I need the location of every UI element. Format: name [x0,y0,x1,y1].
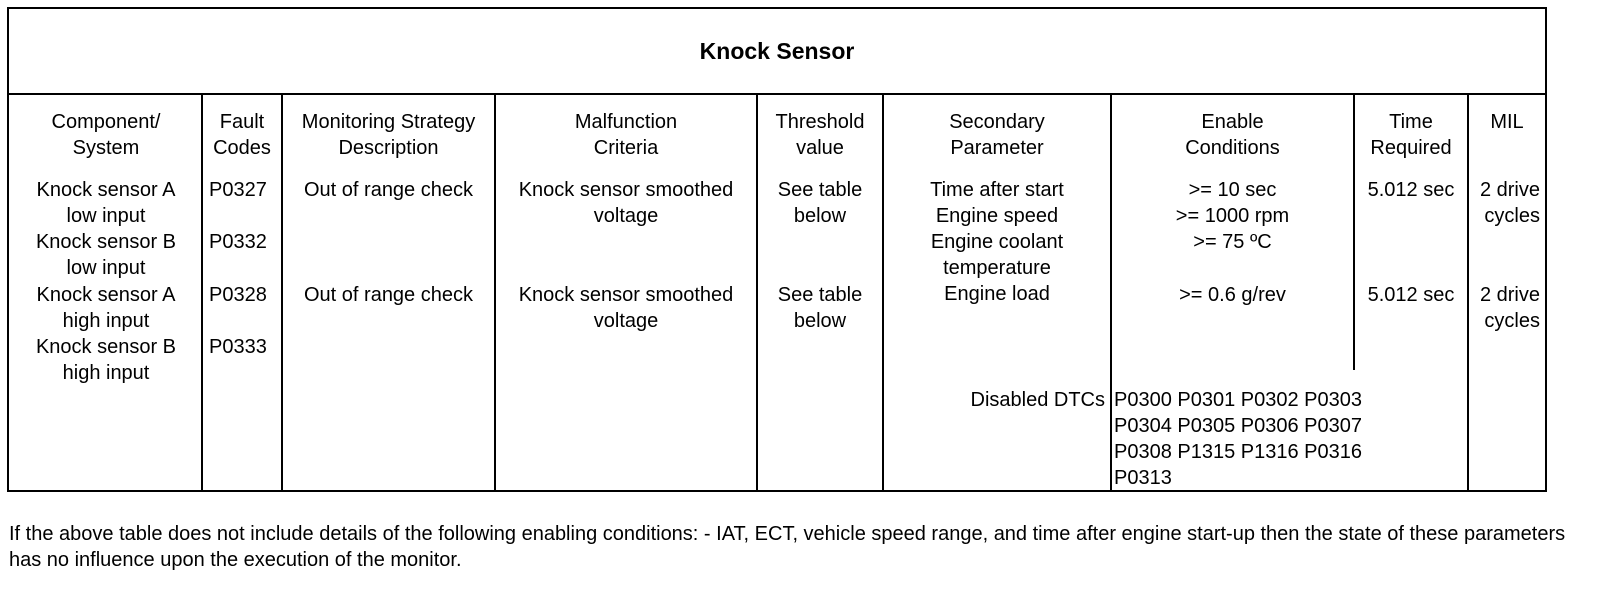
fault-code: P0333 [209,336,267,358]
header-mil: MIL [1490,111,1524,133]
time-required-cell: 5.012 sec [1367,284,1455,306]
disabled-dtc-list: P0300 P0301 P0302 P0303 P0304 P0305 P030… [1114,389,1362,489]
header-component: Component/ System [51,111,161,159]
fault-code: P0332 [209,231,267,253]
col-divider [882,95,884,490]
enable-cell: >= 0.6 g/rev [1179,284,1286,306]
criteria-cell: Knock sensor smoothed voltage [518,179,734,227]
footnote: If the above table does not include deta… [9,523,1566,571]
col-divider [494,95,496,490]
knock-sensor-table: Knock Sensor Component/ System Fault Cod… [7,7,1547,492]
component-cell: Knock sensor B high input [35,336,177,384]
col-divider [1467,95,1469,490]
col-divider [1353,95,1355,370]
fault-code: P0328 [209,284,267,306]
component-cell: Knock sensor A low input [36,179,176,227]
criteria-cell: Knock sensor smoothed voltage [518,284,734,332]
mil-cell: 2 drive cycles [1479,179,1540,227]
header-strategy: Monitoring Strategy Description [301,111,476,159]
strategy-cell: Out of range check [304,284,473,306]
component-cell: Knock sensor B low input [35,231,177,279]
col-divider [756,95,758,490]
header-secondary: Secondary Parameter [949,111,1045,159]
strategy-cell: Out of range check [304,179,473,201]
header-time-required: Time Required [1370,111,1452,159]
fault-code: P0327 [209,179,267,201]
secondary-cell: Time after start Engine speed Engine coo… [930,179,1064,305]
col-divider [201,95,203,490]
threshold-cell: See table below [777,179,863,227]
enable-cell: >= 10 sec >= 1000 rpm >= 75 ºC [1175,179,1290,253]
threshold-cell: See table below [777,284,863,332]
disabled-dtcs-label: Disabled DTCs [970,389,1105,411]
header-criteria: Malfunction Criteria [574,111,678,159]
mil-cell: 2 drive cycles [1479,284,1540,332]
header-fault-codes: Fault Codes [213,111,271,159]
table-title: Knock Sensor [699,37,855,64]
title-row: Knock Sensor [9,9,1545,95]
header-threshold: Threshold value [775,111,865,159]
col-divider [1110,95,1112,490]
header-enable: Enable Conditions [1185,111,1280,159]
col-divider [281,95,283,490]
component-cell: Knock sensor A high input [36,284,176,332]
time-required-cell: 5.012 sec [1367,179,1455,201]
